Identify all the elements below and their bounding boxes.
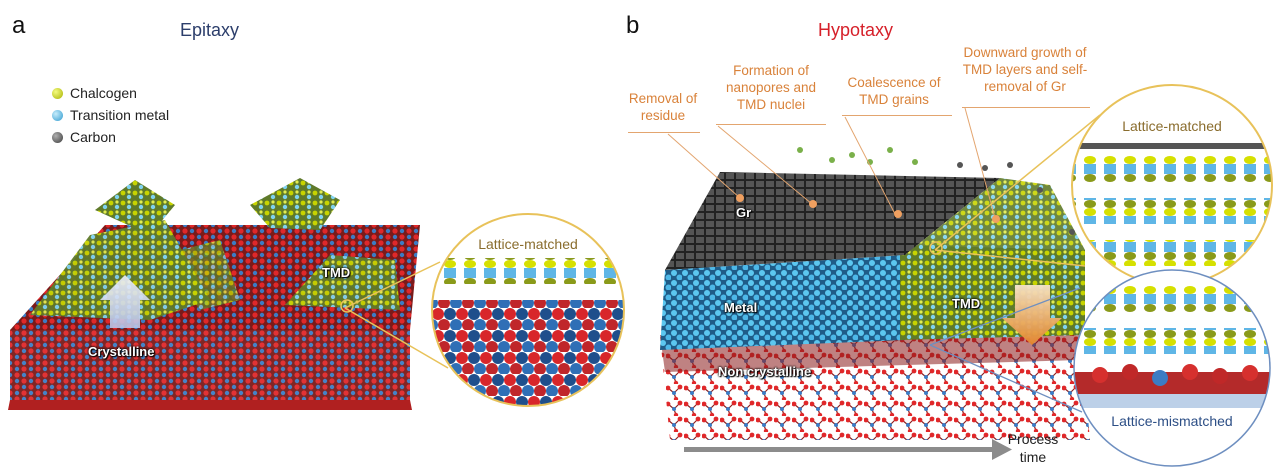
process-label-line2: time (1019, 449, 1047, 465)
legend-label: Transition metal (70, 107, 170, 123)
legend-item-transition-metal: Transition metal (52, 104, 169, 126)
step-removal-of-residue: Removal of residue (628, 91, 698, 123)
step-coalescence: Coalescence of TMD grains (847, 75, 941, 107)
transition-metal-sphere-icon (52, 109, 63, 121)
process-time-arrow (684, 439, 1012, 460)
step-leader-lines (667, 107, 996, 219)
epitaxy-tmd-islands (30, 178, 400, 320)
step-underline (716, 124, 826, 125)
legend-item-carbon: Carbon (52, 126, 169, 148)
step-formation-of-nanopores: Formation of nanopores and TMD nuclei (725, 63, 817, 112)
step-underline (842, 115, 952, 116)
step-markers (736, 194, 1000, 223)
panel-a-title: Epitaxy (180, 20, 240, 40)
chalcogen-sphere-icon (52, 87, 63, 99)
panel-a-letter: a (12, 12, 26, 39)
legend-item-chalcogen: Chalcogen (52, 82, 169, 104)
legend-label: Carbon (70, 129, 116, 145)
panel-b-letter: b (626, 12, 640, 39)
graphene-label: Gr (736, 205, 752, 220)
lattice-mismatched-lens-b (1073, 269, 1271, 467)
lens-connector-b-bottom (929, 287, 1083, 413)
legend: Chalcogen Transition metal Carbon (52, 82, 169, 148)
process-time-label: Process time (1004, 430, 1062, 466)
process-label-line1: Process (1007, 431, 1059, 447)
lens-b-bottom-label: Lattice-mismatched (1111, 413, 1233, 429)
noncrystalline-label: Non crystalline (718, 364, 812, 379)
epitaxy-tmd-label: TMD (322, 265, 351, 280)
metal-label: Metal (724, 300, 758, 315)
growth-arrow-up-icon (100, 275, 150, 328)
hypotaxy-tmd-layer (900, 245, 1085, 340)
legend-label: Chalcogen (70, 85, 137, 101)
hypotaxy-metal-layer (660, 255, 905, 350)
lens-a-label: Lattice-matched (478, 236, 578, 252)
step-underline (962, 107, 1090, 108)
carbon-sphere-icon (52, 131, 63, 143)
lens-b-top-label: Lattice-matched (1122, 118, 1222, 134)
epitaxy-crystalline-label: Crystalline (88, 344, 155, 359)
panel-b-title: Hypotaxy (818, 20, 894, 40)
step-downward-growth: Downward growth of TMD layers and self-r… (962, 45, 1088, 94)
step-underline (628, 132, 700, 133)
hypotaxy-tmd-label: TMD (952, 296, 981, 311)
lattice-matched-lens-b (1071, 84, 1273, 286)
lens-connector-a (340, 261, 449, 369)
lens-connector-b-top (929, 114, 1101, 267)
